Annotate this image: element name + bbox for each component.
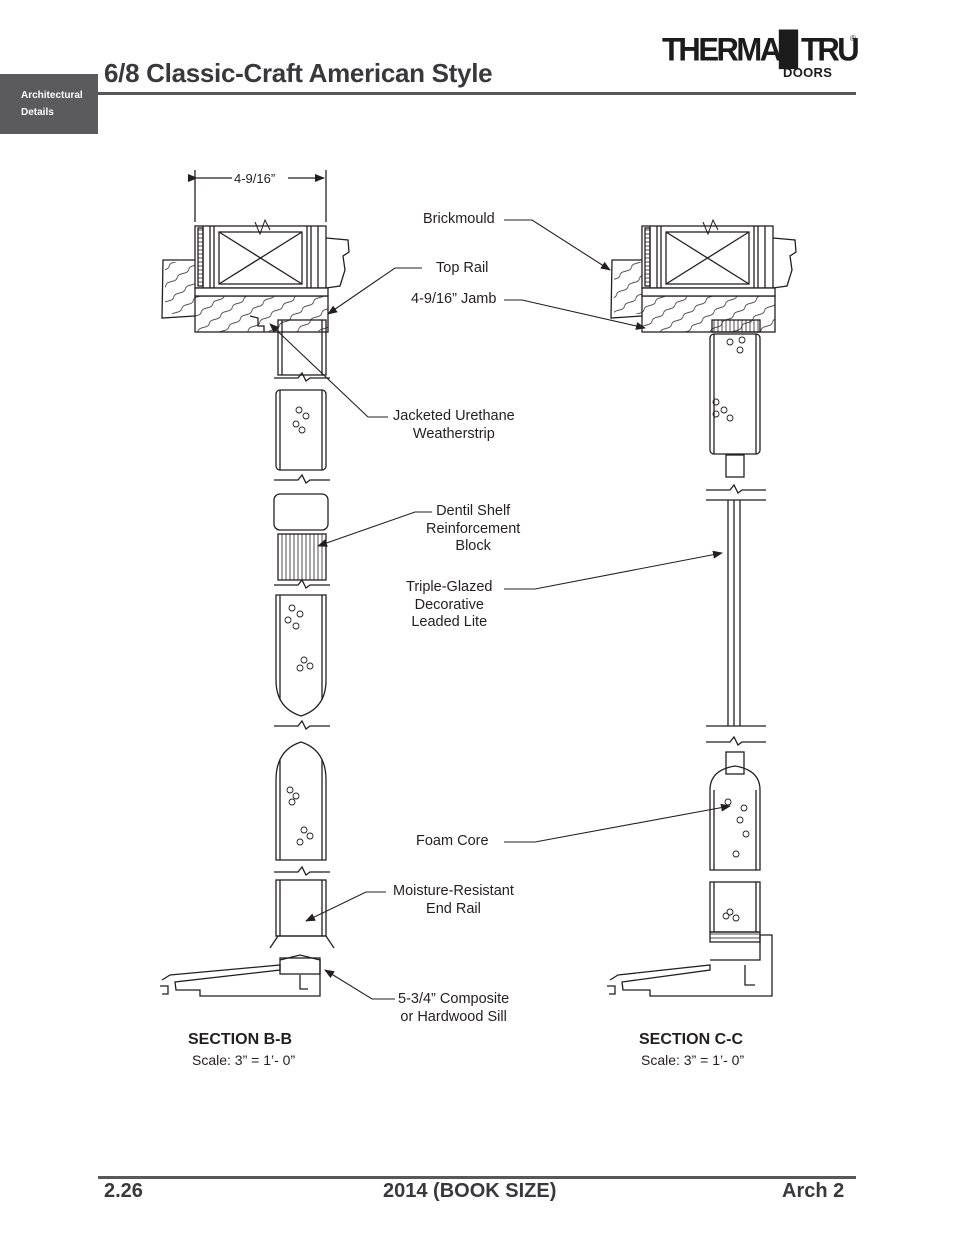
footer-section: Arch 2	[782, 1180, 845, 1202]
therma-tru-logo: THERMA▊TRU ® DOORS	[662, 31, 860, 82]
callout-weatherstrip-line2: Weatherstrip	[412, 426, 495, 442]
sill-b	[160, 954, 321, 997]
callout-end-rail: Moisture-Resistant End Rail	[393, 883, 514, 918]
callout-lite-line3: Leaded Lite	[411, 614, 488, 630]
section-c-scale: Scale: 3” = 1’- 0”	[641, 1052, 745, 1068]
leader-lines	[269, 219, 731, 1000]
callout-dentil-line3: Block	[455, 538, 491, 554]
callout-foam-core: Foam Core	[416, 833, 489, 849]
footer-edition: 2014 (BOOK SIZE)	[383, 1180, 557, 1202]
logo-subtext: DOORS	[783, 65, 833, 80]
section-b-title: SECTION B-B	[188, 1031, 292, 1048]
door-slab-b	[269, 319, 335, 949]
sill-c	[607, 934, 773, 997]
section-c-title: SECTION C-C	[639, 1031, 743, 1048]
callout-top-rail: Top Rail	[436, 260, 489, 276]
sidebar-tab-line2: Details	[21, 107, 54, 118]
footer-page-number: 2.26	[104, 1180, 143, 1202]
sidebar-tab-line1: Architectural	[21, 90, 83, 101]
dimension-line	[188, 170, 327, 222]
callout-jamb: 4-9/16” Jamb	[411, 291, 497, 307]
foam-bubbles-b	[284, 406, 314, 846]
section-b-scale: Scale: 3” = 1’- 0”	[192, 1052, 296, 1068]
callout-weatherstrip: Jacketed Urethane Weatherstrip	[393, 407, 515, 443]
callout-end-rail-line1: Moisture-Resistant	[393, 883, 514, 899]
jamb-c	[641, 287, 776, 333]
callout-sill-line2: or Hardwood Sill	[400, 1008, 507, 1025]
title-divider	[98, 92, 856, 95]
sidebar-tab: Architectural Details	[0, 74, 98, 134]
header-framing-b	[161, 218, 350, 319]
callout-lite-line2: Decorative	[414, 596, 484, 613]
callout-end-rail-line2: End Rail	[426, 900, 481, 917]
callout-dentil-line2: Reinforcement	[426, 520, 521, 537]
callout-lite-line1: Triple-Glazed	[406, 579, 493, 595]
dimension-label: 4-9/16”	[234, 171, 276, 186]
footer-divider	[98, 1176, 856, 1179]
foam-bubbles-c	[712, 336, 750, 922]
callout-sill: 5-3/4” Composite or Hardwood Sill	[398, 991, 509, 1026]
callout-brickmould: Brickmould	[423, 211, 495, 227]
callout-leaded-lite: Triple-Glazed Decorative Leaded Lite	[406, 579, 493, 632]
callout-weatherstrip-line1: Jacketed Urethane	[393, 408, 515, 424]
page-title: 6/8 Classic-Craft American Style	[104, 58, 493, 88]
jamb-b	[194, 287, 329, 333]
callout-dentil-line1: Dentil Shelf	[436, 503, 511, 519]
header-framing-c	[610, 218, 797, 319]
callout-dentil-block: Dentil Shelf Reinforcement Block	[426, 503, 520, 556]
logo-registered-mark: ®	[850, 34, 856, 43]
callout-sill-line1: 5-3/4” Composite	[398, 991, 510, 1007]
logo-wordmark: THERMA▊TRU	[662, 31, 860, 68]
